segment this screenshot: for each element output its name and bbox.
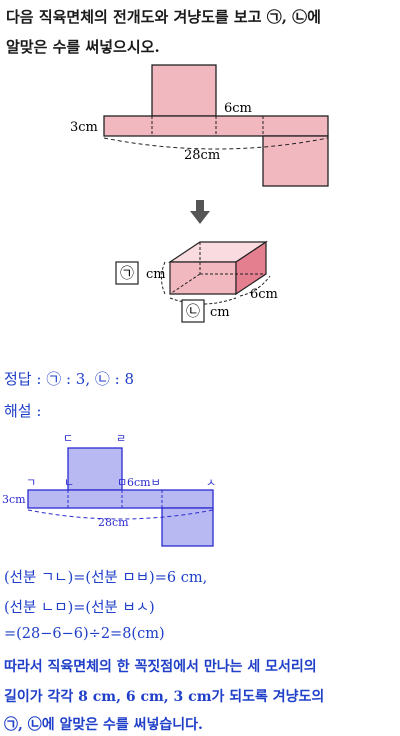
question-line-2: 알맞은 수를 써넣으시오. (6, 38, 160, 56)
exp-label-6cm-b: 6cmㅂ (127, 476, 161, 489)
explanation-heading: 해설 : (4, 402, 42, 420)
box-unit-b: cm (210, 305, 230, 320)
explanation-line-2: (선분 ㄴㅁ)=(선분 ㅂㅅ) (4, 600, 155, 616)
exp-label-total: 28cm (98, 516, 129, 529)
net-top-face (151, 64, 217, 117)
answer-line: 정답 : ㉠ : 3, ㉡ : 8 (4, 370, 134, 388)
arrow-down-icon (190, 200, 210, 224)
explanation-line-5: 길이가 각각 8 cm, 6 cm, 3 cm가 되도록 겨냥도의 (4, 689, 325, 705)
box-unit-a: cm (146, 267, 166, 282)
box-figure: ㉠ cm ㉡ cm 6cm (115, 240, 278, 323)
net-label-total: 28cm (184, 148, 220, 163)
explanation-line-4: 따라서 직육면체의 한 꼭짓점에서 만나는 세 모서리의 (4, 659, 317, 675)
exp-point-d: ㄷ (63, 432, 73, 445)
box-front-face (169, 261, 237, 295)
question-line-1: 다음 직육면체의 전개도와 겨냥도를 보고 ㉠, ㉡에 (6, 8, 321, 26)
exp-point-n: ㄴ (64, 476, 74, 489)
explanation-net-figure: ㄷ ㄹ ㄱ ㄴ ㅁ 6cmㅂ ㅅ 3cm 28cm (2, 432, 216, 547)
net-label-top: 6cm (224, 101, 252, 116)
exp-point-s: ㅅ (206, 476, 216, 489)
net-bottom-face (262, 135, 329, 187)
explanation-line-1: (선분 ㄱㄴ)=(선분 ㅁㅂ)=6 cm, (4, 570, 208, 586)
net-label-height: 3cm (70, 120, 98, 135)
exp-point-r: ㄹ (116, 432, 126, 445)
box-label-b: ㉡ (186, 304, 200, 320)
net-figure: 3cm 6cm 28cm (70, 64, 329, 187)
explanation-line-6: ㉠, ㉡에 알맞은 수를 써넣습니다. (4, 717, 203, 733)
box-label-side: 6cm (250, 287, 278, 302)
exp-point-m: ㅁ (117, 476, 127, 489)
exp-label-height: 3cm (2, 493, 26, 506)
exp-point-g: ㄱ (26, 476, 36, 489)
box-label-a: ㉠ (120, 266, 134, 282)
explanation-line-3: =(28−6−6)÷2=8(cm) (4, 626, 165, 642)
